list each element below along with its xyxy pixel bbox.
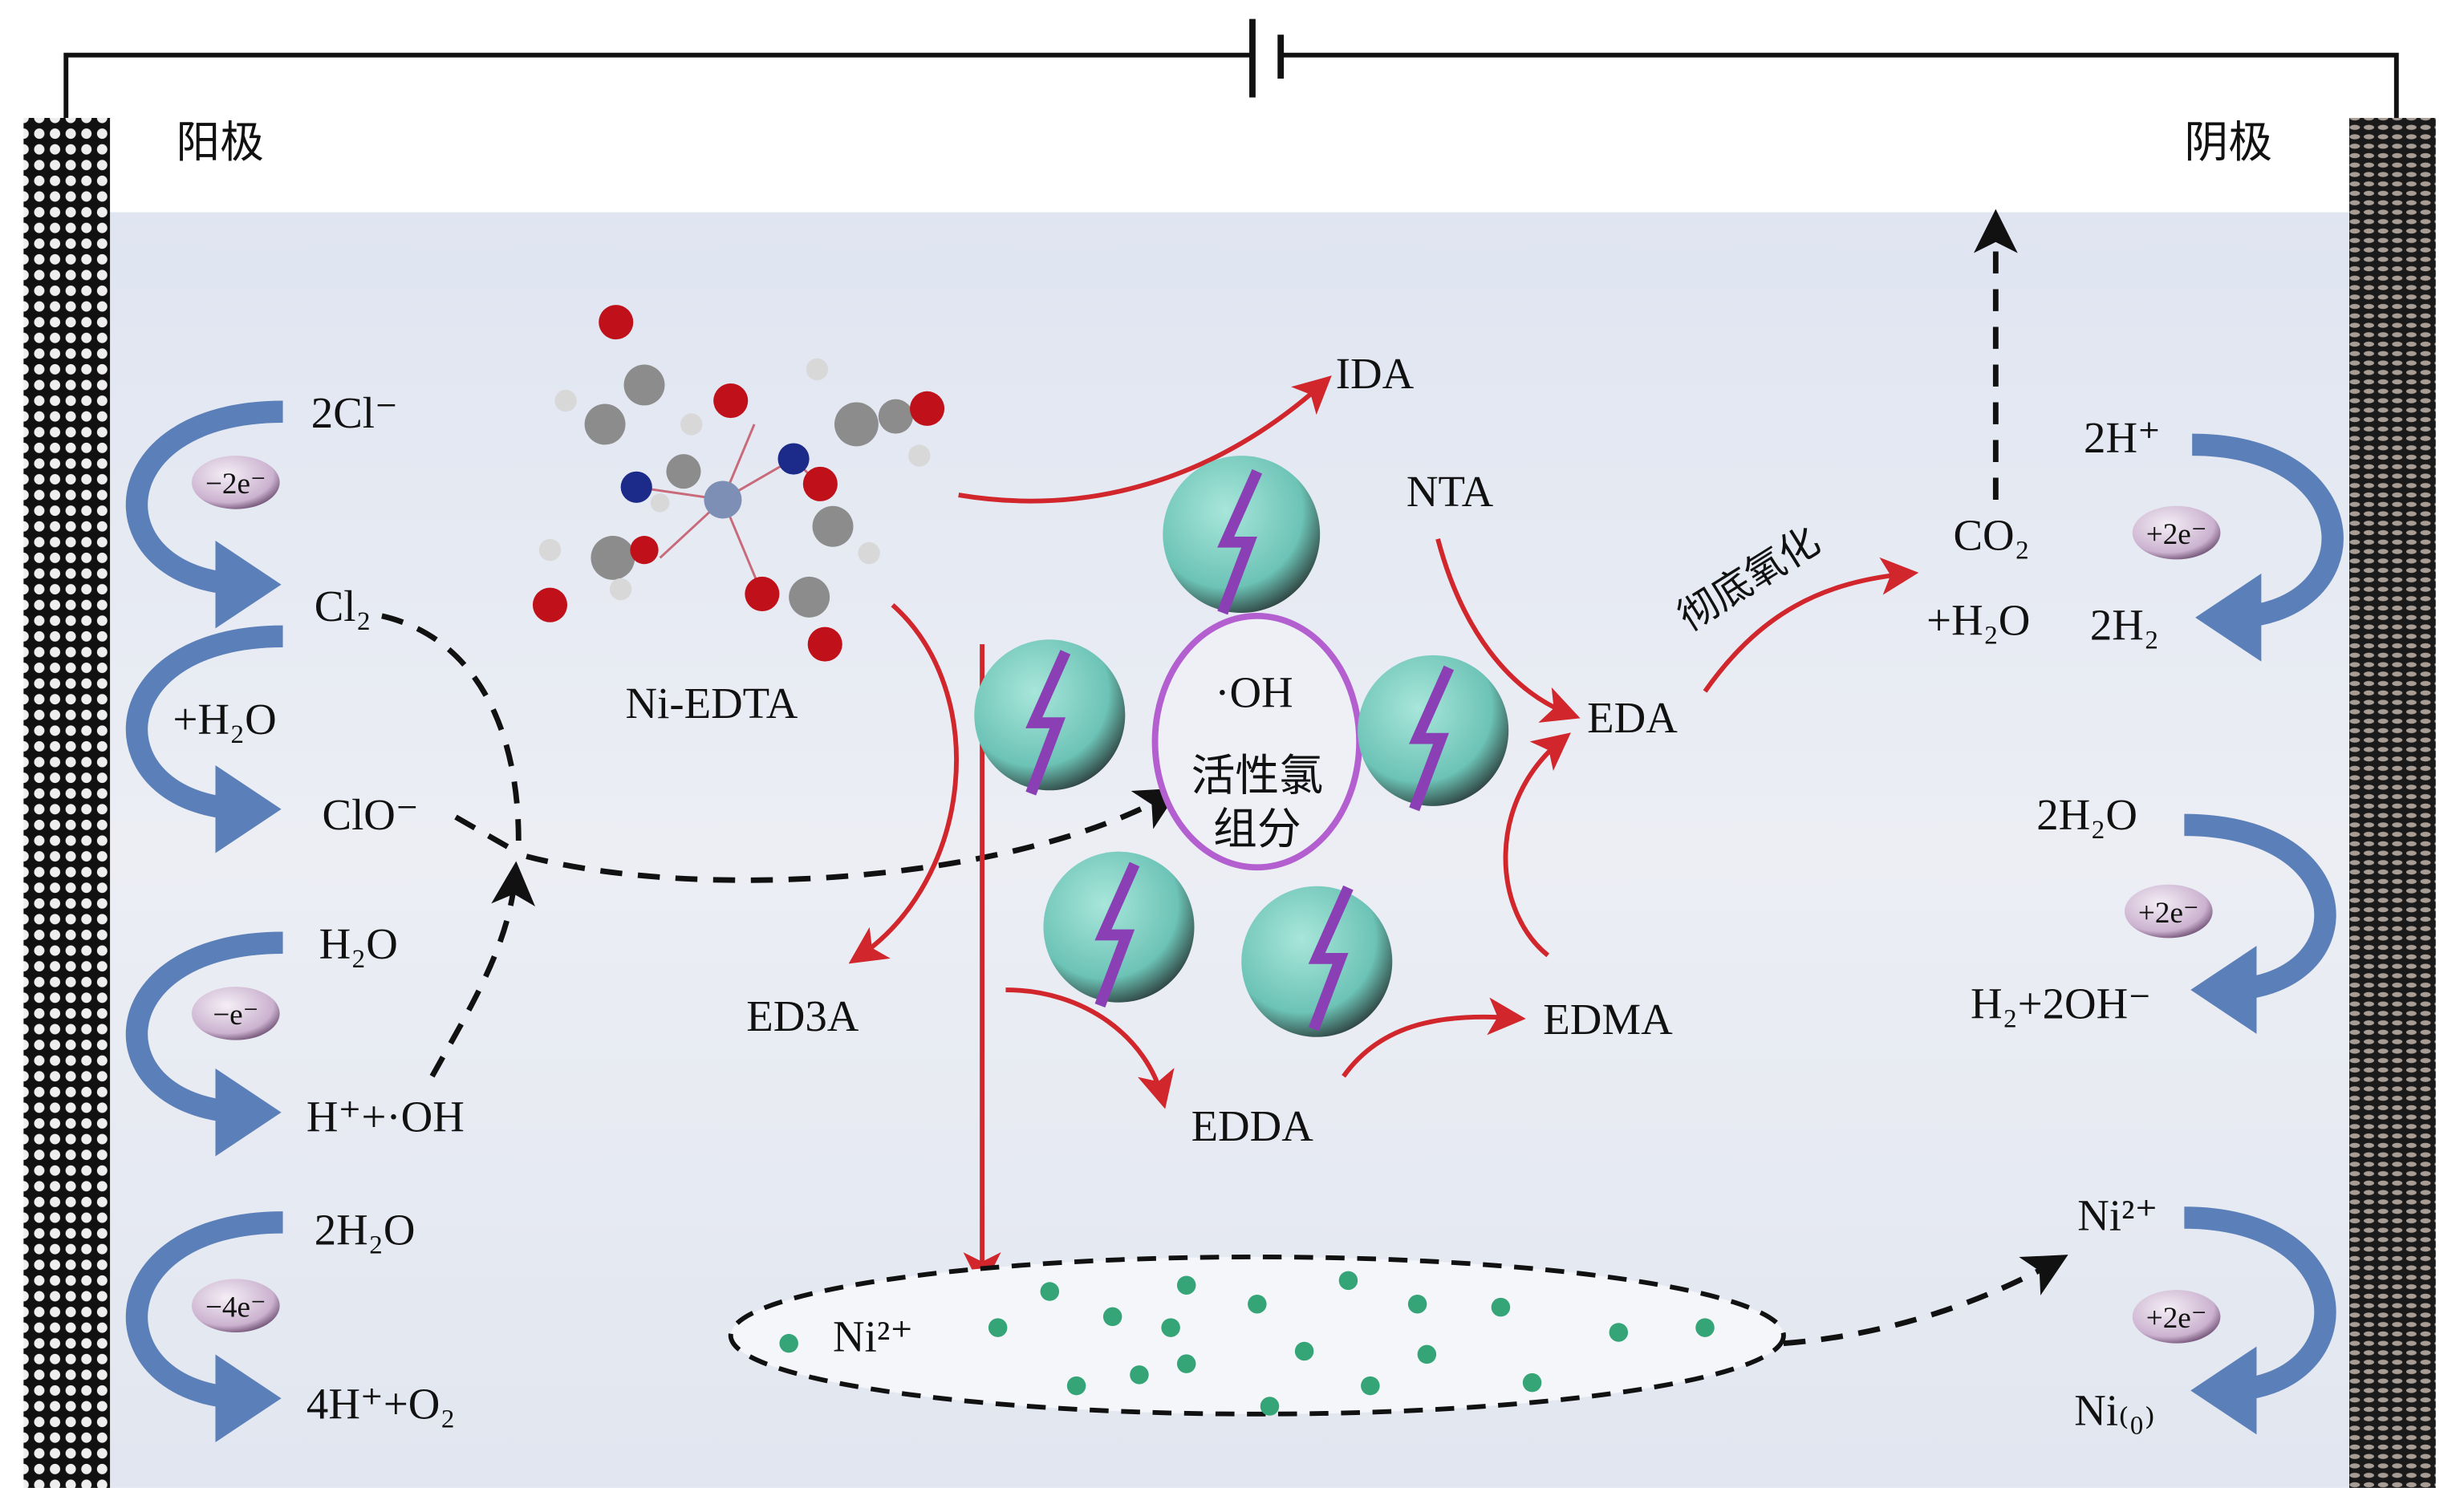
- svg-text:+2e⁻: +2e⁻: [2146, 1302, 2207, 1335]
- red-arrow-nta: [1435, 538, 1581, 723]
- cathode-reactions: 2H⁺ +2e⁻ 2H₂ 2H₂O +2e⁻ H₂+2OH⁻ Ni²⁺ +2e⁻…: [1971, 413, 2221, 1435]
- anode-reactant-4: 2H₂O: [315, 1205, 416, 1254]
- cathode-reactant-3: Ni²⁺: [2077, 1191, 2158, 1240]
- catalyst-sphere-icon: [1241, 885, 1393, 1037]
- electron-badge: −e⁻: [191, 987, 280, 1040]
- water-product-label: +H₂O: [1926, 595, 2030, 644]
- cathode-label: 阴极: [2184, 116, 2272, 168]
- blue-curved-arrow: [125, 1211, 283, 1443]
- active-chlorine-label: 活性氯: [1191, 749, 1324, 801]
- svg-text:+2e⁻: +2e⁻: [2146, 518, 2207, 551]
- ida-label: IDA: [1336, 349, 1415, 398]
- anode-product-3: H⁺+·OH: [306, 1092, 465, 1141]
- nickel-pool-label: Ni²⁺: [833, 1312, 913, 1360]
- red-arrow-co2: [1703, 557, 1919, 693]
- electron-badge: −4e⁻: [191, 1279, 280, 1332]
- anode-reactions: 2Cl⁻ −2e⁻ Cl₂ +H₂O ClO⁻ H₂O −e⁻ H⁺+·OH 2…: [173, 388, 464, 1429]
- catalyst-sphere-icon: [1043, 851, 1195, 1008]
- anode-electrode: [23, 118, 111, 1488]
- electron-badge: +2e⁻: [2132, 1290, 2221, 1344]
- red-arrow-edma-eda: [1503, 732, 1571, 958]
- blue-curved-arrow: [125, 931, 283, 1157]
- blue-curved-arrow: [2192, 433, 2344, 662]
- anode-label: 阳极: [176, 116, 264, 168]
- electron-badge: +2e⁻: [2132, 505, 2221, 560]
- red-arrow-ed3a: [848, 602, 959, 964]
- blue-curved-arrow: [2184, 1206, 2336, 1435]
- cathode-electrode: [2349, 118, 2436, 1488]
- anode-product-4: 4H⁺+O₂: [306, 1380, 456, 1429]
- cathode-product-2: H₂+2OH⁻: [1971, 979, 2151, 1028]
- red-arrow-edda: [1005, 987, 1175, 1109]
- catalyst-sphere-icon: [974, 639, 1126, 796]
- hydroxyl-radical-label: ·OH: [1215, 667, 1293, 716]
- edma-label: EDMA: [1543, 995, 1673, 1044]
- svg-text:−e⁻: −e⁻: [213, 999, 258, 1032]
- catalyst-spheres: [974, 456, 1509, 1037]
- cathode-product-3: Ni₍₀₎: [2074, 1386, 2155, 1435]
- cathode-reactant-2: 2H₂O: [2036, 790, 2137, 839]
- red-arrow-edma: [1342, 997, 1526, 1078]
- active-chlorine-label-2: 组分: [1213, 803, 1301, 854]
- anode-reactant-3: H₂O: [319, 919, 398, 968]
- blue-curved-arrow: [2184, 813, 2336, 1034]
- electron-badge: +2e⁻: [2124, 884, 2213, 939]
- catalyst-sphere-icon: [1358, 655, 1509, 812]
- ni-edta-label: Ni-EDTA: [626, 679, 798, 728]
- electron-badge: −2e⁻: [191, 456, 280, 509]
- blue-curved-arrow: [125, 625, 283, 853]
- anode-arrows: [125, 400, 283, 1443]
- edda-label: EDDA: [1191, 1101, 1314, 1150]
- ed3a-label: ED3A: [746, 991, 859, 1040]
- nickel-ion-pool: [728, 1255, 1786, 1417]
- svg-text:+2e⁻: +2e⁻: [2138, 897, 2199, 930]
- ni-edta-molecule-icon: [532, 305, 945, 662]
- eda-label: EDA: [1587, 693, 1678, 742]
- dashed-pathways: [381, 209, 2068, 1347]
- cathode-reactant-1: 2H⁺: [2084, 413, 2161, 462]
- red-arrow-ida: [958, 375, 1332, 504]
- blue-curved-arrow: [125, 400, 283, 629]
- nta-label: NTA: [1407, 467, 1494, 516]
- anode-product-2: ClO⁻: [323, 790, 419, 839]
- cathode-product-1: 2H₂: [2090, 600, 2159, 649]
- external-circuit: [63, 18, 2399, 119]
- anode-water-label: +H₂O: [173, 695, 276, 744]
- svg-text:−2e⁻: −2e⁻: [205, 468, 266, 501]
- co2-label: CO₂: [1953, 511, 2029, 560]
- nickel-ion-dots: [779, 1271, 1715, 1416]
- anode-product-1: Cl₂: [315, 582, 371, 630]
- svg-text:−4e⁻: −4e⁻: [205, 1291, 266, 1324]
- catalyst-sphere-icon: [1163, 456, 1321, 615]
- anode-reactant-1: 2Cl⁻: [311, 388, 398, 437]
- degradation-arrows: [848, 375, 1919, 1291]
- intermediates: IDA NTA EDA ED3A EDDA EDMA CO₂ +H₂O: [746, 349, 2030, 1150]
- cathode-arrows: [2184, 433, 2344, 1435]
